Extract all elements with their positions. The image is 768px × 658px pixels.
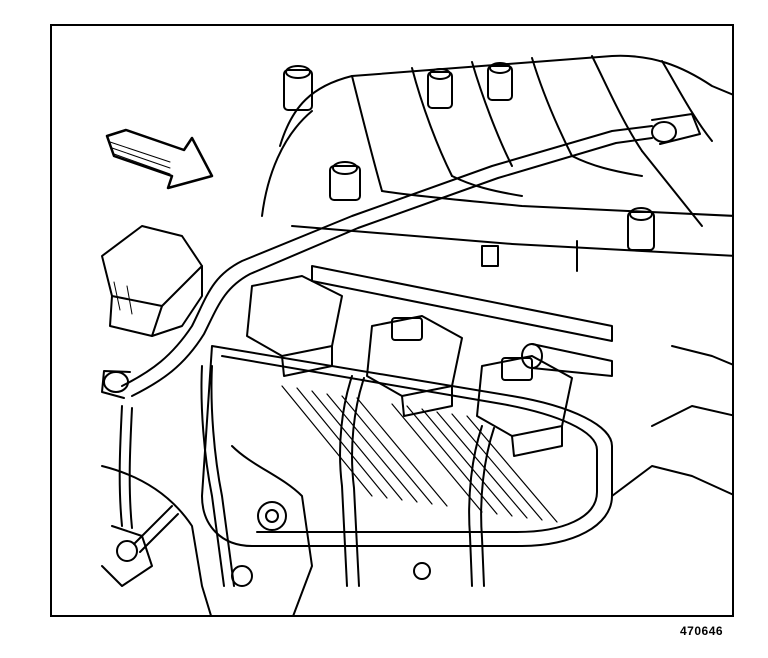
bolt-head bbox=[430, 69, 450, 79]
bolt-head bbox=[117, 541, 137, 561]
illustration-frame bbox=[50, 24, 734, 617]
bolt-boss bbox=[284, 70, 312, 110]
bolt-boss bbox=[330, 166, 360, 200]
bolt-boss bbox=[488, 66, 512, 100]
figure-number: 470646 bbox=[680, 624, 724, 638]
coil-pack bbox=[367, 316, 462, 396]
bolt-head bbox=[333, 162, 357, 174]
bolt-boss bbox=[428, 72, 452, 108]
coil-connector bbox=[392, 318, 422, 340]
arrow-right-down-icon bbox=[107, 130, 212, 188]
coolant-tube bbox=[102, 114, 700, 398]
tube-end bbox=[104, 372, 128, 392]
bolt-head bbox=[286, 66, 310, 78]
coil-pack bbox=[247, 276, 342, 356]
engine-block bbox=[102, 346, 734, 617]
spark-plug-wires bbox=[120, 366, 494, 586]
bolt-head bbox=[490, 63, 510, 73]
fuel-rail bbox=[312, 266, 612, 376]
sensor bbox=[482, 246, 498, 266]
manifold-bolts bbox=[284, 63, 654, 271]
bolt-head bbox=[630, 208, 652, 220]
plug-boss bbox=[258, 502, 286, 530]
coil-pack bbox=[477, 356, 572, 436]
tube-end bbox=[652, 122, 676, 142]
ignition-coil-left bbox=[102, 226, 202, 336]
bolt-boss bbox=[628, 212, 654, 250]
valve-cover bbox=[202, 346, 612, 546]
coil-packs bbox=[247, 276, 572, 456]
intake-manifold bbox=[262, 56, 734, 256]
engine-illustration bbox=[52, 26, 734, 617]
